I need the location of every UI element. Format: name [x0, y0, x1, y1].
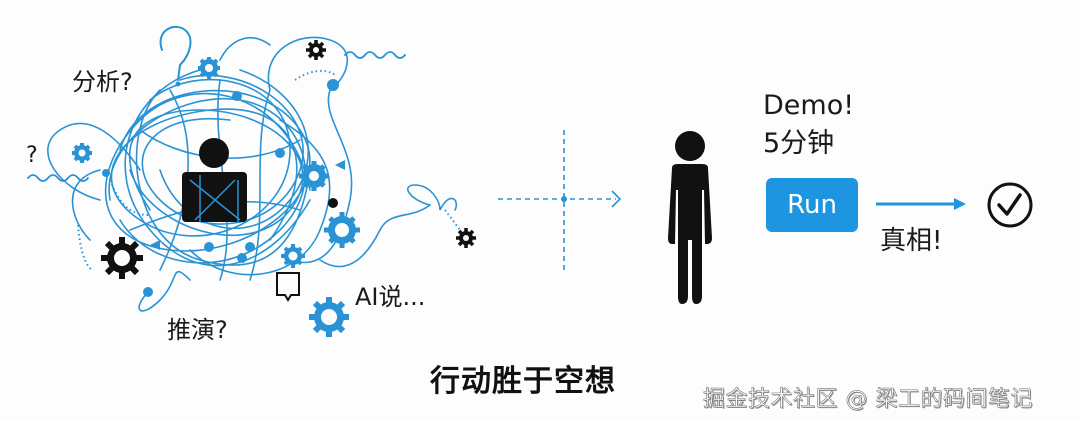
demo-label: Demo! [763, 90, 855, 121]
label-ai-says: AI说... [355, 283, 426, 311]
label-analysis: 分析? [72, 68, 133, 96]
caption-title: 行动胜于空想 [430, 364, 616, 399]
label-question-mark: ? [26, 143, 38, 168]
tangled-thoughts-illustration [27, 25, 476, 337]
person-icon-tangled [182, 138, 247, 222]
arrow-right-icon [876, 198, 966, 210]
dashed-arrow-divider [498, 130, 622, 270]
person-icon-standing [668, 131, 712, 304]
label-deduction: 推演? [167, 316, 228, 344]
watermark: 掘金技术社区 @ 梁工的码间笔记 [703, 387, 1033, 413]
run-button[interactable]: Run [766, 178, 858, 232]
truth-label: 真相! [880, 226, 943, 256]
check-circle-icon [987, 182, 1033, 228]
demo-duration-label: 5分钟 [763, 128, 835, 159]
